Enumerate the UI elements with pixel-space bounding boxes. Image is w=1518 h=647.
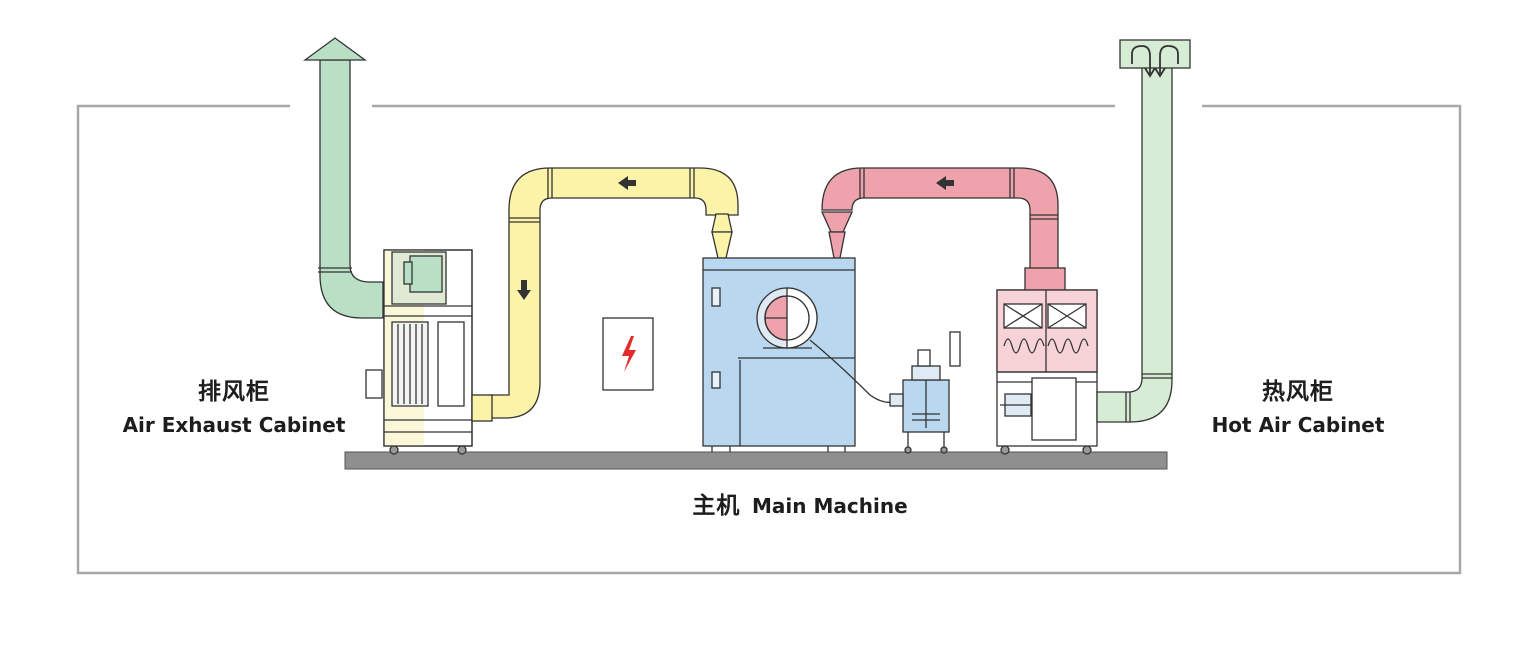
exhaust-duct xyxy=(319,59,384,319)
return-duct xyxy=(471,167,739,422)
lightning-icon xyxy=(622,336,636,372)
flow-arrow-icon xyxy=(936,176,954,190)
hot-air-cabinet xyxy=(996,267,1098,455)
spray-tank xyxy=(889,331,961,454)
main-machine-label: 主机 Main Machine xyxy=(590,486,1010,520)
hot-air-cabinet-cn-label: 热风柜 xyxy=(1262,379,1334,405)
main-machine-cn-label: 主机 xyxy=(692,493,741,519)
machine-base xyxy=(344,451,1168,470)
air-exhaust-cabinet-en-label: Air Exhaust Cabinet xyxy=(122,413,346,437)
down-arrow-icon xyxy=(517,280,531,300)
intake-arrows-icon xyxy=(1131,45,1179,78)
up-arrow-icon xyxy=(303,37,367,61)
room-outline xyxy=(76,104,1462,575)
hot-air-duct xyxy=(820,167,1059,273)
electrical-panel xyxy=(602,317,654,391)
air-exhaust-cabinet-cn-label: 排风柜 xyxy=(198,379,270,405)
flow-arrow-icon xyxy=(618,176,636,190)
air-exhaust-cabinet xyxy=(303,37,473,455)
hot-air-cabinet-en-label: Hot Air Cabinet xyxy=(1211,413,1385,437)
main-machine xyxy=(702,257,904,452)
main-machine-en-label: Main Machine xyxy=(752,494,908,518)
intake-duct xyxy=(1096,39,1191,423)
